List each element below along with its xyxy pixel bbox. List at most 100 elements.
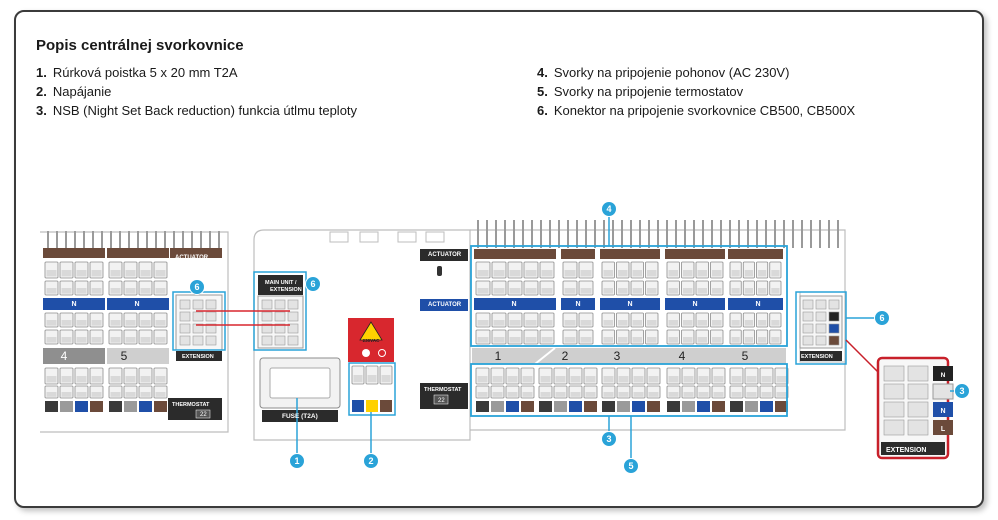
main-thermo-cells-2-1-slot xyxy=(618,376,629,383)
main-low-cells-4-3-slot xyxy=(771,320,780,326)
main-tnl-tag-0-3 xyxy=(521,401,534,412)
main-thermo2-cells-0-2-slot xyxy=(507,392,518,397)
main-actuator-box-1 xyxy=(420,249,468,261)
main-unit-socket-2-0 xyxy=(261,323,273,334)
main-brown-bar-0 xyxy=(474,249,556,259)
right-ext-socket-2-2 xyxy=(828,323,840,334)
left-thermostat-label: THERMOSTAT xyxy=(172,402,210,408)
main-low2-cells-4-2-slot xyxy=(758,337,767,343)
main-n-label-5: N xyxy=(755,301,760,308)
main-top-cells-0-0-slot xyxy=(477,270,489,277)
main-thermo2-cells-4-3-slot xyxy=(776,392,787,397)
main-brown-bar-3 xyxy=(665,249,725,259)
main-low2-cells-2-3-slot xyxy=(647,337,657,343)
legend-item-3: 3.NSB (Night Set Back reduction) funkcia… xyxy=(36,103,358,118)
main-thermo2-cells-1-3-slot xyxy=(585,392,596,397)
zoom-socket-a-2 xyxy=(883,401,905,418)
thermostat-terminals-highlight xyxy=(470,363,788,417)
warning-triangle-icon xyxy=(359,321,383,341)
left-mid-cells-0-2-slot xyxy=(76,288,87,294)
left-n-bar-1 xyxy=(107,298,169,310)
zoom-n-label-2: N xyxy=(940,408,945,415)
main-actuator-label-2: ACTUATOR xyxy=(428,302,462,308)
left-mid-cells-1-0-slot xyxy=(110,288,121,294)
main-top-cells-2-2-slot xyxy=(632,270,642,277)
main-n-label-4: N xyxy=(692,301,697,308)
main-mid-cells-1-1-slot xyxy=(580,288,592,294)
main-top-cells-1-0-slot xyxy=(564,270,576,277)
main-mid-cells-3-1-slot xyxy=(683,288,693,294)
left-zone-4: 4 xyxy=(61,349,68,363)
left-tnl-tag-1-3 xyxy=(154,401,167,412)
main-top-cells-2-1-slot xyxy=(618,270,628,277)
main-low2-cells-3-3-slot xyxy=(712,337,722,343)
main-unit-socket-0-0 xyxy=(261,299,273,310)
right-ext-socket-2-1 xyxy=(815,323,827,334)
main-thermo-cells-4-1-slot xyxy=(746,376,757,383)
left-thermo2-cells-0-2-slot xyxy=(76,392,87,397)
main-unit-socket-0-1 xyxy=(274,299,286,310)
main-tnl-tag-3-1 xyxy=(682,401,695,412)
left-thermo-cells-1-2-slot xyxy=(140,376,151,383)
main-unit-socket-1-2 xyxy=(287,311,299,322)
main-tnl-tag-2-2 xyxy=(632,401,645,412)
left-ext-socket-2-0 xyxy=(179,323,191,334)
left-low2-cells-1-3-slot xyxy=(155,337,166,343)
callout-6-left: 6 xyxy=(194,282,199,292)
main-mid-cells-3-2-slot xyxy=(697,288,707,294)
left-thermo-cells-1-3-slot xyxy=(155,376,166,383)
left-ext-socket-2-1 xyxy=(192,323,204,334)
left-thermo-cells-1-0-slot xyxy=(110,376,121,383)
main-mid-cells-4-3-slot xyxy=(771,288,780,294)
main-thermo2-cells-2-3-slot xyxy=(648,392,659,397)
legend-item-6: 6.Konektor na pripojenie svorkovnice CB5… xyxy=(537,103,856,118)
main-unit-socket-1-1 xyxy=(274,311,286,322)
main-low2-cells-1-0-slot xyxy=(564,337,576,343)
right-ext-socket-3-1 xyxy=(815,335,827,346)
main-tnl-tag-0-0 xyxy=(476,401,489,412)
main-actuator-label-1: ACTUATOR xyxy=(428,252,462,258)
main-n-bar-0 xyxy=(474,298,556,310)
left-thermo2-cells-0-0-slot xyxy=(46,392,57,397)
main-mid-cells-0-3-slot xyxy=(525,288,537,294)
legend-item-5: 5.Svorky na pripojenie termostatov xyxy=(537,84,744,99)
main-thermo2-cells-2-1-slot xyxy=(618,392,629,397)
left-mid-cells-0-1-slot xyxy=(61,288,72,294)
main-tnl-tag-4-1 xyxy=(745,401,758,412)
left-top-cells-0-0-slot xyxy=(46,270,57,277)
main-thermo-cells-0-2-slot xyxy=(507,376,518,383)
main-tnl-tag-4-0 xyxy=(730,401,743,412)
main-mid-cells-3-0-slot xyxy=(668,288,678,294)
right-ext-label-bar xyxy=(800,351,842,361)
main-top-cells-0-1-slot xyxy=(493,270,505,277)
left-mid-cells-0-0-slot xyxy=(46,288,57,294)
callout-1-circle xyxy=(289,453,305,469)
left-tnl-tag-0-2 xyxy=(75,401,88,412)
main-unit-socket-0-2 xyxy=(287,299,299,310)
main-thermo-cells-1-1-slot xyxy=(555,376,566,383)
main-tnl-tag-0-1 xyxy=(491,401,504,412)
callout-4: 4 xyxy=(606,204,611,214)
main-thermo2-cells-0-1-slot xyxy=(492,392,503,397)
main-mid-cells-0-2-slot xyxy=(509,288,521,294)
left-tnl-tag-1-0 xyxy=(109,401,122,412)
left-thermo2-cells-1-1-slot xyxy=(125,392,136,397)
left-ext-socket-3-2 xyxy=(205,335,217,346)
main-mid-cells-4-0-slot xyxy=(731,288,740,294)
callouts xyxy=(189,201,970,474)
left-thermo-cells-0-2-slot xyxy=(76,376,87,383)
left-low2-cells-0-0-slot xyxy=(46,337,57,343)
main-top-cells-2-3-slot xyxy=(647,270,657,277)
housing-tab-0 xyxy=(329,231,349,243)
left-tnl-tag-1-1 xyxy=(124,401,137,412)
callout-6-right-circle xyxy=(874,310,890,326)
left-ext-label-bar xyxy=(176,351,222,361)
main-low2-cells-2-0-slot xyxy=(603,337,613,343)
main-top-cells-4-3-slot xyxy=(771,270,780,277)
main-unit-ext-box xyxy=(258,275,303,295)
main-thermo2-cells-4-2-slot xyxy=(761,392,772,397)
main-low-cells-0-3-slot xyxy=(525,320,537,326)
left-low2-cells-0-3-slot xyxy=(91,337,102,343)
left-low2-cells-0-2-slot xyxy=(76,337,87,343)
